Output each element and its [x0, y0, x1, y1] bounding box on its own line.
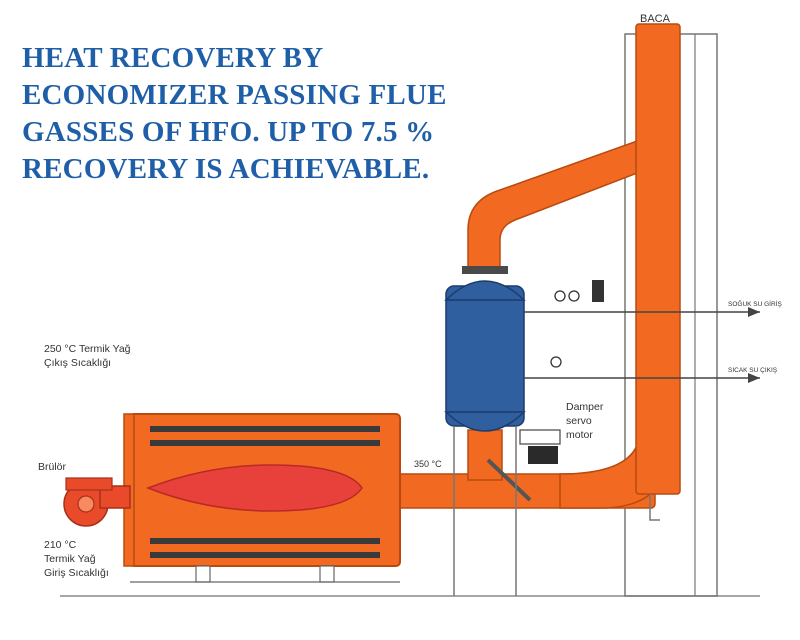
- headline-line-1: HEAT RECOVERY BY: [22, 42, 324, 74]
- stack: [635, 23, 681, 495]
- flame: [145, 464, 363, 512]
- servo-motor-box: [528, 446, 558, 464]
- headline-line-2: ECONOMIZER PASSING FLUE: [22, 79, 447, 111]
- boiler-coil-bar-3: [150, 538, 380, 544]
- gauge-cold-2: [568, 290, 580, 302]
- label-oil-out-desc: Çıkış Sıcaklığı: [44, 357, 111, 369]
- label-hot-water-outlet: SICAK SU ÇIKIŞ: [728, 367, 778, 374]
- economizer-bottom-cap: [444, 411, 526, 432]
- label-cold-water-inlet: SOĞUK SU GİRİŞ: [728, 299, 782, 308]
- burner-fan-hub: [77, 495, 95, 513]
- boiler-coil-bar-2: [150, 440, 380, 446]
- label-oil-in-temp: 210 °C: [44, 539, 77, 551]
- headline: HEAT RECOVERY BY ECONOMIZER PASSING FLUE…: [22, 40, 542, 188]
- label-stack: BACA: [640, 13, 671, 25]
- gauge-hot: [550, 356, 562, 368]
- label-damper-line2: servo: [566, 415, 592, 427]
- servo-bracket: [519, 429, 561, 445]
- boiler-support-left: [195, 565, 211, 583]
- burner-duct: [99, 485, 131, 509]
- label-oil-out-temp: 250 °C Termik Yağ: [44, 343, 131, 355]
- cold-water-arrow: [748, 307, 760, 317]
- headline-line-3: GASSES OF HFO. UP TO 7.5 %: [22, 116, 435, 148]
- economizer-top-cap: [444, 280, 526, 301]
- economizer-body: [445, 285, 525, 427]
- label-oil-in-line2: Giriş Sıcaklığı: [44, 567, 109, 579]
- pump-unit: [592, 280, 604, 302]
- boiler-support-right: [319, 565, 335, 583]
- boiler-coil-bar-1: [150, 426, 380, 432]
- label-burner: Brülör: [38, 461, 67, 473]
- economizer-top-flange: [462, 266, 508, 274]
- headline-line-4: RECOVERY IS ACHIEVABLE.: [22, 153, 430, 185]
- boiler-coil-bar-4: [150, 552, 380, 558]
- label-damper-line1: Damper: [566, 401, 604, 413]
- stack-bottom-tail: [649, 494, 660, 521]
- boiler-coils: [150, 426, 380, 558]
- economizer-inlet-pipe: [467, 429, 503, 481]
- label-damper-line3: motor: [566, 429, 593, 441]
- hot-water-arrow: [748, 373, 760, 383]
- gauge-cold-1: [554, 290, 566, 302]
- label-oil-in-line1: Termik Yağ: [44, 553, 96, 565]
- damper-blade: [486, 458, 532, 502]
- burner-duct-top: [65, 477, 113, 491]
- label-flue-temp: 350 °C: [414, 459, 442, 469]
